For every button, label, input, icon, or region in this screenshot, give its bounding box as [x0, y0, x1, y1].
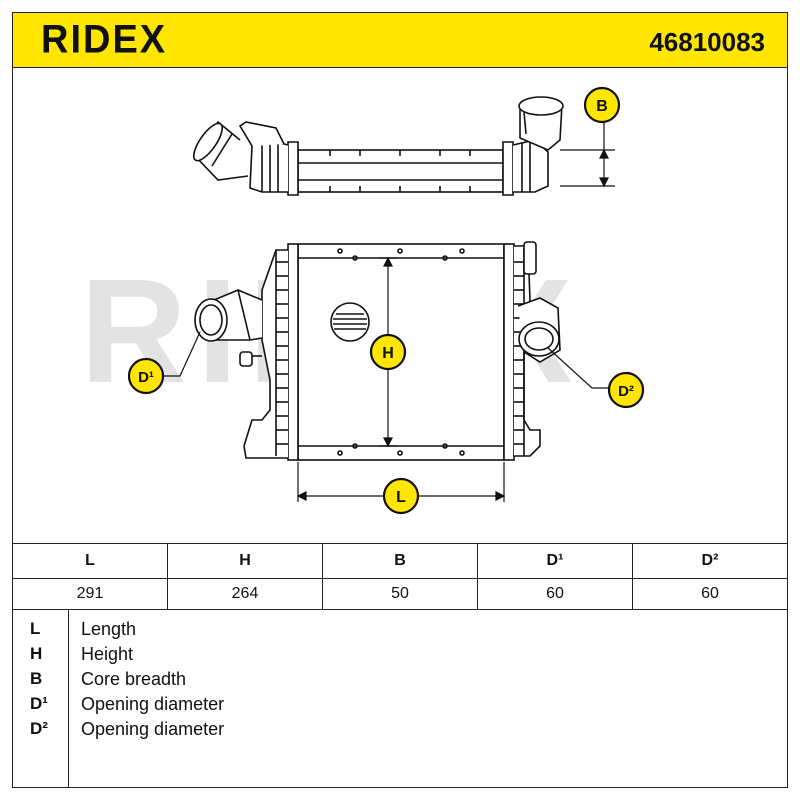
- svg-text:B: B: [596, 98, 608, 115]
- dim-header-l: L: [12, 543, 168, 579]
- legend-divider: [68, 609, 69, 788]
- legend-description: Height: [81, 644, 134, 664]
- legend-description: Core breadth: [81, 669, 187, 689]
- legend: L Length H Height B Core breadth D¹ Open…: [12, 609, 788, 788]
- legend-description: Opening diameter: [81, 694, 225, 714]
- technical-drawing: RIDEX: [80, 86, 645, 515]
- legend-symbol: B: [30, 669, 43, 688]
- legend-item: D¹ Opening diameter: [12, 694, 788, 719]
- dim-value-h: 264: [167, 578, 323, 610]
- dim-value-d2: 60: [632, 578, 788, 610]
- svg-text:H: H: [382, 345, 394, 362]
- legend-symbol: D¹: [30, 694, 48, 713]
- dimension-h: [378, 256, 398, 448]
- top-view: [192, 96, 564, 196]
- right-tank-ribs: [514, 261, 524, 445]
- dim-header-h: H: [167, 543, 323, 579]
- header-bar: RIDEX 46810083: [12, 12, 788, 68]
- leader-lines: [162, 331, 610, 389]
- legend-symbol: L: [30, 619, 41, 638]
- dimension-b: [560, 122, 615, 188]
- dim-value-d1: 60: [477, 578, 633, 610]
- part-number: 46810083: [649, 27, 765, 57]
- dim-header-d1: D¹: [477, 543, 633, 579]
- core-holes: [337, 248, 465, 456]
- callout-d1: D¹: [127, 357, 165, 395]
- core-ribs: [329, 150, 471, 192]
- svg-text:D¹: D¹: [138, 369, 154, 386]
- legend-symbol: D²: [30, 719, 48, 738]
- grille-badge-icon: [330, 302, 370, 342]
- callout-d2: D²: [607, 371, 645, 409]
- dim-header-b: B: [322, 543, 478, 579]
- legend-description: Opening diameter: [81, 719, 225, 739]
- left-tank-ribs: [276, 261, 288, 445]
- legend-item: L Length: [12, 619, 788, 644]
- svg-text:D²: D²: [618, 383, 634, 400]
- dim-header-d2: D²: [632, 543, 788, 579]
- legend-item: H Height: [12, 644, 788, 669]
- legend-symbol: H: [30, 644, 43, 663]
- legend-item: B Core breadth: [12, 669, 788, 694]
- legend-description: Length: [81, 619, 137, 639]
- dimensions-header-row: L H B D¹ D²: [12, 543, 788, 579]
- callout-h: H: [369, 333, 407, 371]
- dim-value-l: 291: [12, 578, 168, 610]
- drawing-frame: [12, 67, 788, 788]
- brand-logo: RIDEX: [41, 17, 168, 63]
- svg-text:L: L: [396, 489, 406, 506]
- dim-value-b: 50: [322, 578, 478, 610]
- callout-b: B: [583, 86, 621, 124]
- dimensions-table: L H B D¹ D² 291 264 50 60 60: [12, 543, 788, 610]
- callout-l: L: [382, 477, 420, 515]
- dimensions-value-row: 291 264 50 60 60: [12, 578, 788, 610]
- legend-item: D² Opening diameter: [12, 719, 788, 744]
